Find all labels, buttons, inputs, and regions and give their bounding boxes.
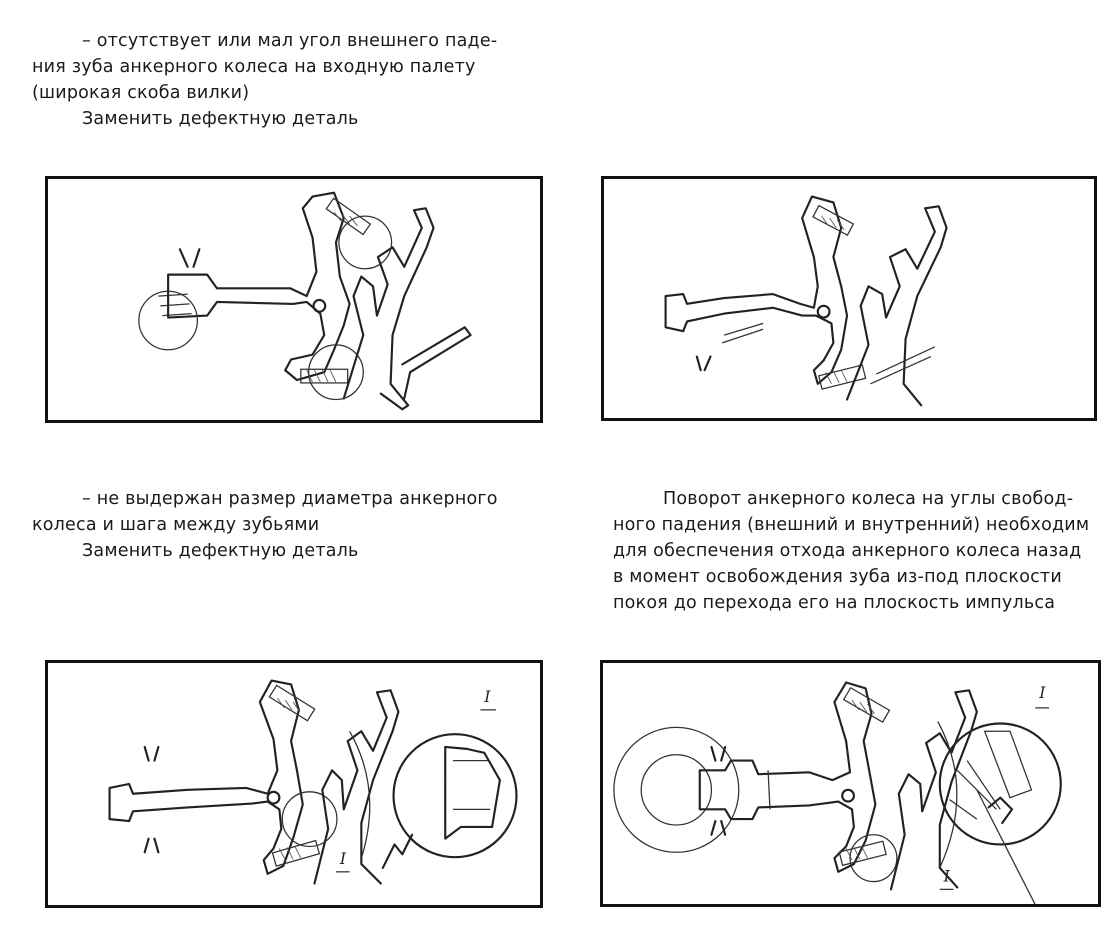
paragraph-free-drop-explanation: Поворот анкерного колеса на углы свобод-… xyxy=(613,486,1103,616)
figure-escapement-wheel-diameter: I I xyxy=(45,660,543,908)
text-line: ного падения (внешний и внутренний) необ… xyxy=(613,515,1090,535)
paragraph-fault-wheel-diameter: – не выдержан размер диаметра анкерного … xyxy=(32,486,532,564)
text-line: ния зуба анкерного колеса на входную пал… xyxy=(32,57,476,77)
figure-escapement-normal xyxy=(601,176,1097,421)
escapement-drawing: I I xyxy=(108,679,518,885)
escapement-drawing xyxy=(138,191,472,411)
text-line: (широкая скоба вилки) xyxy=(32,83,250,103)
detail-label: I xyxy=(483,688,491,706)
text-line: Заменить дефектную деталь xyxy=(82,109,359,129)
detail-label: I xyxy=(339,850,347,868)
text-line: – не выдержан размер диаметра анкерного xyxy=(82,489,498,509)
text-line: колеса и шага между зубьями xyxy=(32,515,320,535)
detail-label: I xyxy=(1038,684,1046,702)
escapement-drawing: I I xyxy=(613,681,1062,904)
text-line: в момент освобождения зуба из-под плоско… xyxy=(613,567,1062,587)
escapement-drawing xyxy=(664,195,948,407)
detail-label: I xyxy=(943,868,951,886)
text-line: покоя до перехода его на плоскость импул… xyxy=(613,593,1056,613)
paragraph-fault-entry-drop: – отсутствует или мал угол внешнего паде… xyxy=(32,28,532,132)
text-line: – отсутствует или мал угол внешнего паде… xyxy=(82,31,498,51)
text-line: для обеспечения отхода анкерного колеса … xyxy=(613,541,1082,561)
text-line: Заменить дефектную деталь xyxy=(82,541,359,561)
text-line: Поворот анкерного колеса на углы свобод- xyxy=(663,489,1074,509)
figure-escapement-wide-fork xyxy=(45,176,543,423)
figure-escapement-free-drop: I I xyxy=(600,660,1101,907)
